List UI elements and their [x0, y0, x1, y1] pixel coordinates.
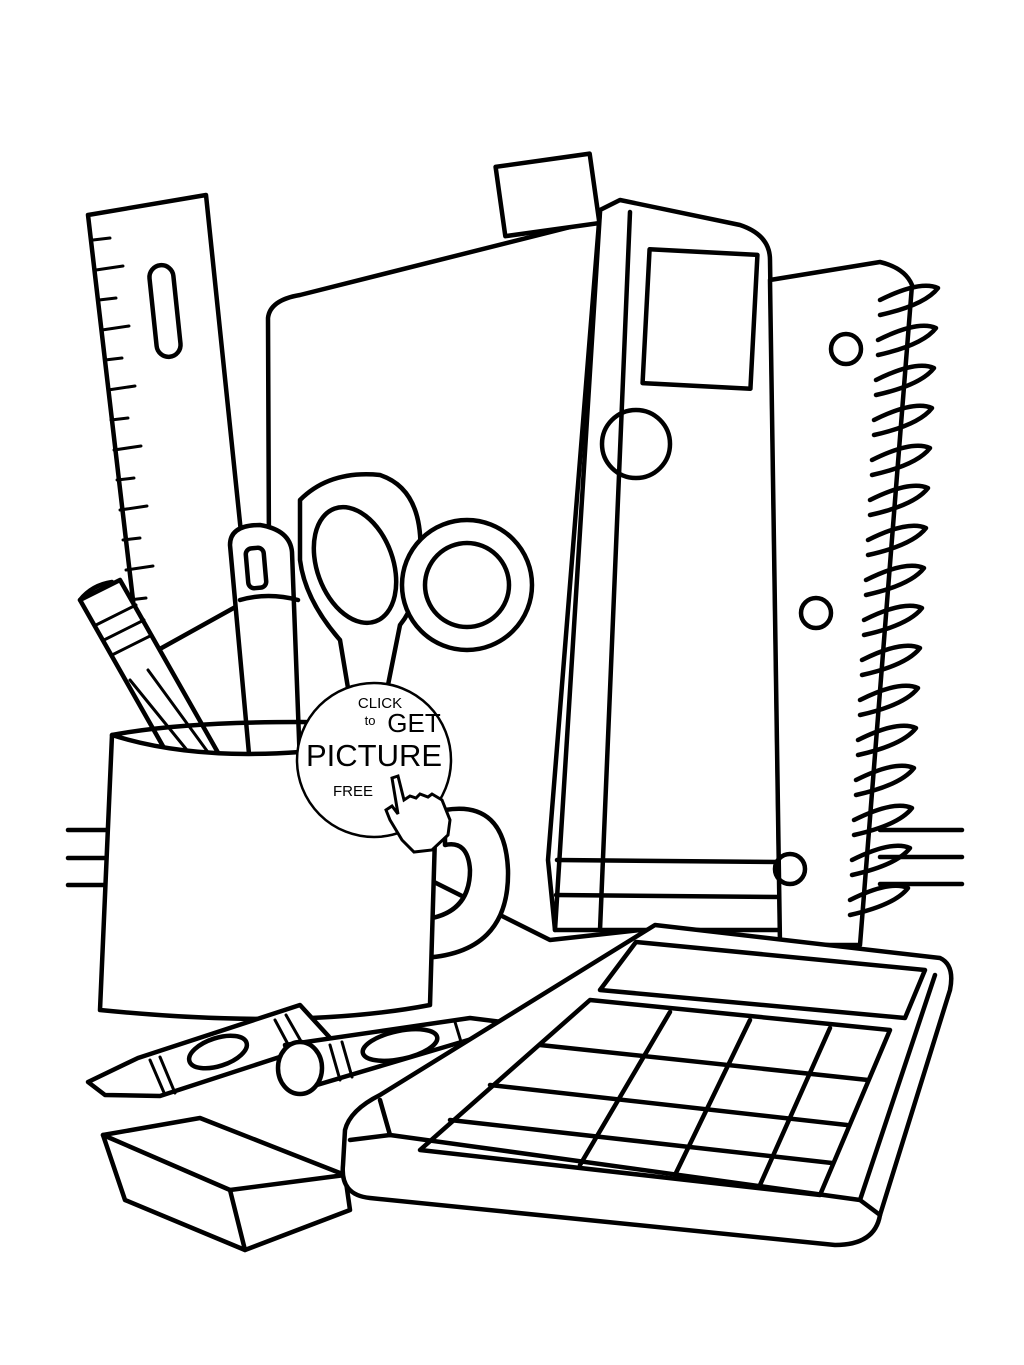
- cta-line-get: GET: [387, 708, 441, 738]
- scissors: [297, 472, 535, 703]
- eraser: [100, 1115, 353, 1253]
- cta-line-picture: PICTURE: [306, 738, 442, 773]
- folder-tab: [493, 151, 602, 239]
- click-to-get-picture-badge[interactable]: CLICK to GET PICTURE FREE: [295, 681, 453, 854]
- pencil: [77, 577, 228, 788]
- spiral-notebook: [767, 259, 941, 948]
- pointing-hand-cursor-icon: [384, 774, 452, 854]
- notebook-spiral: [847, 283, 941, 918]
- marker: [227, 522, 303, 768]
- cta-line-free: FREE: [333, 783, 373, 800]
- ruler: [85, 192, 251, 663]
- cta-line-click: CLICK: [358, 695, 402, 712]
- cta-line-to: to: [365, 713, 376, 728]
- calculator-keypad: [417, 997, 893, 1198]
- desk-lines-right: [877, 827, 965, 887]
- calculator: [340, 922, 954, 1248]
